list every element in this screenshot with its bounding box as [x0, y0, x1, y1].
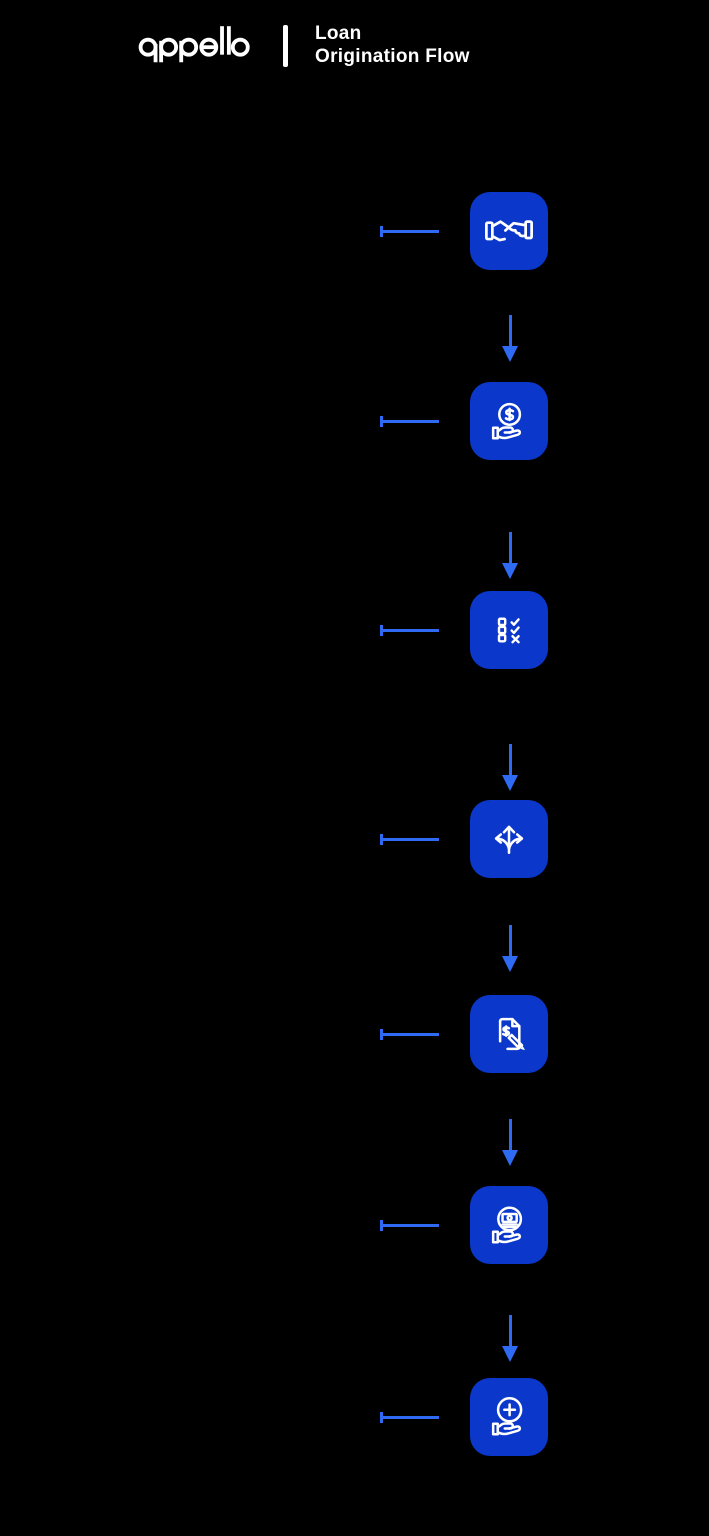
arrowhead	[502, 1150, 518, 1166]
flow-arrow-down-icon	[502, 925, 518, 972]
checklist-icon	[497, 617, 520, 644]
flow-step-1	[0, 192, 709, 270]
appello-wordmark-icon	[138, 26, 250, 63]
flow-arrow-down-icon	[502, 532, 518, 579]
hand-holding-cash-icon	[491, 1206, 523, 1244]
document-dollar-pen-icon	[498, 1017, 526, 1051]
page-title-line-1: Loan	[315, 23, 362, 44]
flow-step-5	[0, 995, 709, 1073]
connector-tick	[380, 1028, 384, 1040]
header-divider	[283, 25, 288, 67]
flow-arrow-down-icon	[502, 744, 518, 791]
flow-step-4-tile[interactable]	[470, 800, 548, 878]
flow-arrow-down-icon	[502, 1315, 518, 1362]
arrowhead	[502, 346, 518, 362]
arrowhead	[502, 956, 518, 972]
flow-step-2-tile[interactable]	[470, 382, 548, 460]
page-title-line-2: Origination Flow	[315, 46, 470, 67]
step-2-connector-line	[380, 415, 439, 427]
step-7-connector-line	[380, 1411, 439, 1423]
flow-step-4	[0, 800, 709, 878]
connector-tick	[380, 415, 384, 427]
connector-tick	[380, 833, 384, 845]
appello-logo	[130, 23, 262, 65]
split-arrows-icon	[494, 825, 524, 855]
hand-holding-plus-icon	[491, 1397, 523, 1436]
flow-step-3-tile[interactable]	[470, 591, 548, 669]
arrowhead	[502, 1346, 518, 1362]
step-5-connector-line	[380, 1028, 439, 1040]
connector-tick	[380, 1219, 384, 1231]
flow-arrow-down-icon	[502, 1119, 518, 1166]
step-3-connector-line	[380, 624, 439, 636]
flow-step-6-tile[interactable]	[470, 1186, 548, 1264]
flow-step-7-tile[interactable]	[470, 1378, 548, 1456]
step-6-connector-line	[380, 1219, 439, 1231]
step-1-connector-line	[380, 225, 439, 237]
arrowhead	[502, 775, 518, 791]
hand-holding-dollar-coin-icon	[491, 402, 522, 440]
flow-step-7	[0, 1378, 709, 1456]
arrowhead	[502, 563, 518, 579]
connector-tick	[380, 225, 384, 237]
connector-tick	[380, 1411, 384, 1423]
flow-arrow-down-icon	[502, 315, 518, 362]
flow-step-5-tile[interactable]	[470, 995, 548, 1073]
flow-step-3	[0, 591, 709, 669]
flow-step-1-tile[interactable]	[470, 192, 548, 270]
page-title: Loan Origination Flow	[315, 22, 470, 68]
flow-step-2	[0, 382, 709, 460]
flow-step-6	[0, 1186, 709, 1264]
handshake-icon	[485, 220, 533, 242]
connector-tick	[380, 624, 384, 636]
step-4-connector-line	[380, 833, 439, 845]
